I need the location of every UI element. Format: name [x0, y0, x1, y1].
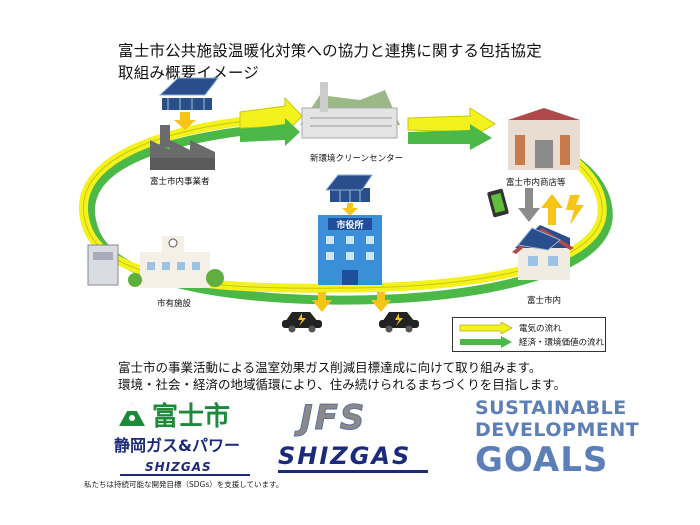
label-shops: 富士市内商店等 [506, 178, 566, 188]
lightning-icon [566, 195, 584, 225]
label-business: 富士市内事業者 [150, 177, 210, 187]
value-arrow-top-left [240, 118, 300, 146]
sdg-support-text: 私たちは持続可能な開発目標（SDGs）を支援しています。 [84, 480, 284, 489]
arrow-to-car-left [312, 292, 332, 312]
city-hall-icon [318, 188, 382, 285]
solar-panel-icon [158, 77, 561, 251]
description-line-2: 環境・社会・経済の地域循環により、住み続けられるまちづくりを目指します。 [118, 377, 567, 392]
facility-icon [87, 236, 224, 288]
legend-label-value: 経済・環境価値の流れ [519, 338, 605, 348]
cycle-diagram: 市役所 [78, 77, 613, 333]
label-facilities: 市有施設 [157, 299, 192, 309]
up-arrow-icon [541, 194, 563, 225]
shizgas-text: SHIZGAS [278, 442, 412, 470]
description-line-1: 富士市の事業活動による温室効果ガス削減目標達成に向けて取り組みます。 [118, 360, 542, 375]
fuji-mountain-icon [119, 402, 145, 426]
value-arrow-top-right [408, 124, 492, 150]
city-hall-sign: 市役所 [336, 219, 363, 231]
page-title: 富士市公共施設温暖化対策への協力と連携に関する包括協定 取組み概要イメージ [118, 40, 542, 84]
legend-item-electricity: 電気の流れ [459, 322, 562, 334]
label-city: 富士市内 [527, 296, 562, 306]
value-arrow-icon [460, 336, 512, 348]
sdgs-logo: SUSTAINABLE DEVELOPMENT GOALS [475, 397, 639, 479]
sdgs-line-1: SUSTAINABLE [475, 397, 627, 419]
legend: 電気の流れ 経済・環境価値の流れ [452, 317, 606, 352]
ev-car-left-icon [282, 312, 322, 333]
down-arrow-icon [518, 188, 540, 222]
title-line-2: 取組み概要イメージ [118, 64, 259, 82]
label-clean-center: 新環境クリーンセンター [310, 154, 404, 164]
electricity-arrow-icon [459, 322, 513, 334]
shizgas-small-logo: SHIZGAS [145, 460, 212, 474]
shizgas-logo: SHIZGAS [278, 443, 428, 475]
shizuoka-gas-power-name: 静岡ガス&パワー [114, 436, 240, 455]
shops-icon [508, 108, 580, 170]
description: 富士市の事業活動による温室効果ガス削減目標達成に向けて取り組みます。 環境・社会… [118, 359, 566, 393]
ev-car-right-icon [379, 312, 419, 333]
shizgas-stripe [278, 470, 428, 473]
arrow-to-car-right [371, 292, 391, 312]
factory-icon [150, 98, 215, 170]
legend-label-electricity: 電気の流れ [519, 324, 562, 334]
title-line-1: 富士市公共施設温暖化対策への協力と連携に関する包括協定 [118, 42, 542, 60]
jfs-text: JFS [299, 398, 367, 438]
smartphone-icon [487, 188, 509, 218]
shizgas-underline [120, 474, 250, 476]
sdgs-line-2: DEVELOPMENT [475, 419, 640, 441]
clean-center-icon [300, 82, 400, 139]
fuji-city-name: 富士市 [152, 402, 231, 432]
jfs-logo: JFS [299, 398, 367, 438]
legend-item-value: 経済・環境価値の流れ [459, 336, 604, 348]
sdgs-line-3: GOALS [475, 440, 609, 480]
